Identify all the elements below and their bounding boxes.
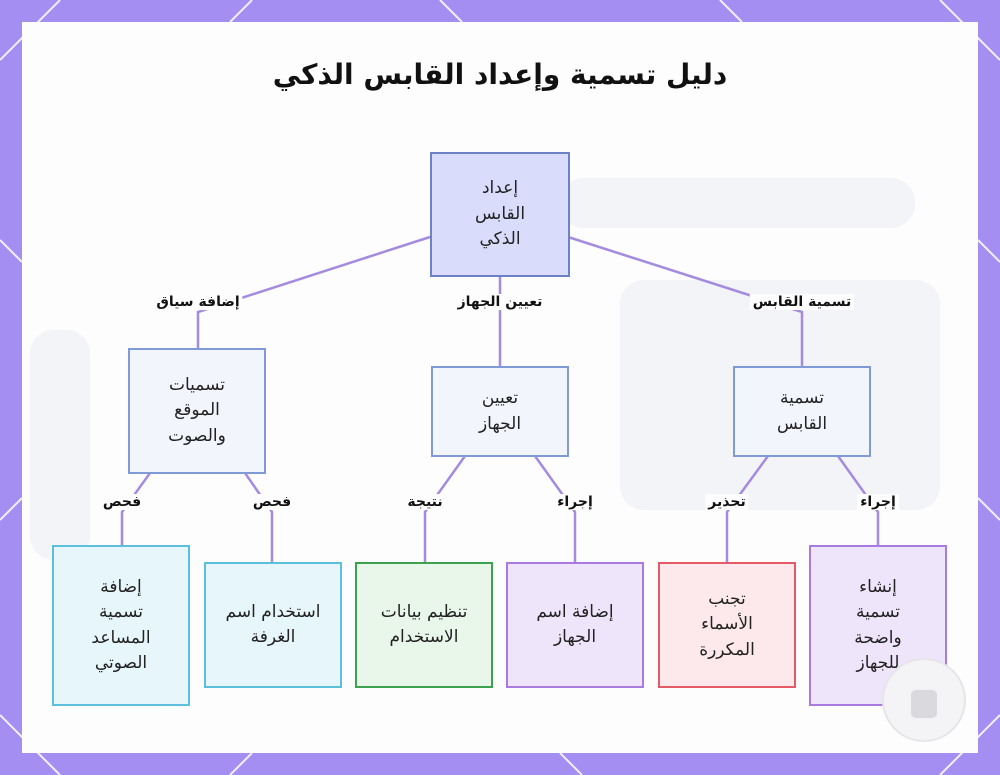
- root-node: إعداد القابس الذكي: [430, 152, 570, 277]
- edge-label-action-create: إجراء: [857, 494, 899, 510]
- leaf-avoid-duplicates-text: تجنب الأسماء المكررة: [699, 588, 755, 660]
- edge-label-name-plug: تسمية القابس: [749, 294, 855, 310]
- leaf-room-name: استخدام اسم الغرفة: [204, 562, 342, 688]
- connector-right-leaf1: [725, 455, 770, 562]
- leaf-organize-usage-text: تنظيم بيانات الاستخدام: [380, 601, 468, 648]
- edge-label-result: نتيجة: [404, 494, 446, 510]
- leaf-voice-assistant-text: إضافة تسمية المساعد الصوتي: [91, 576, 151, 674]
- diagram-title: دليل تسمية وإعداد القابس الذكي: [272, 58, 728, 91]
- background-pill: [560, 178, 915, 228]
- leaf-organize-usage: تنظيم بيانات الاستخدام: [355, 562, 493, 688]
- branch-name-plug-label: تسمية القابس: [776, 388, 828, 434]
- connector-root-right: [567, 235, 804, 366]
- edge-label-action-add: إجراء: [554, 494, 596, 510]
- leaf-add-device-name-text: إضافة اسم الجهاز: [536, 601, 614, 648]
- plug-badge: [882, 658, 966, 742]
- background-card: [30, 330, 90, 560]
- connector-middle-leaf1: [423, 455, 467, 562]
- smart-plug-icon: [911, 690, 937, 718]
- branch-location-voice-label: تسميات الموقع والصوت: [168, 374, 226, 446]
- connector-right-leaf2: [836, 455, 880, 545]
- root-node-label: إعداد القابس الذكي: [474, 178, 526, 250]
- connector-left-leaf2: [243, 472, 274, 562]
- edge-label-assign-device: تعيين الجهاز: [454, 294, 546, 310]
- connector-root-left: [196, 235, 431, 348]
- branch-name-plug: تسمية القابس: [733, 366, 871, 457]
- branch-assign-device-label: تعيين الجهاز: [478, 388, 522, 434]
- connector-middle-leaf2: [533, 455, 577, 562]
- edge-label-check-voice: فحص: [99, 494, 145, 510]
- edge-label-add-context: إضافة سياق: [153, 294, 243, 310]
- leaf-create-label-text: إنشاء تسمية واضحة للجهاز: [854, 576, 902, 674]
- connector-left-leaf1: [120, 472, 152, 545]
- leaf-create-label: إنشاء تسمية واضحة للجهاز: [809, 545, 947, 706]
- edge-label-warning: تحذير: [705, 494, 749, 510]
- branch-location-voice: تسميات الموقع والصوت: [128, 348, 266, 474]
- leaf-voice-assistant-label: إضافة تسمية المساعد الصوتي: [52, 545, 190, 706]
- branch-assign-device: تعيين الجهاز: [431, 366, 569, 457]
- edge-label-check-room: فحص: [249, 494, 295, 510]
- leaf-add-device-name: إضافة اسم الجهاز: [506, 562, 644, 688]
- leaf-room-name-text: استخدام اسم الغرفة: [225, 601, 321, 648]
- leaf-avoid-duplicates: تجنب الأسماء المكررة: [658, 562, 796, 688]
